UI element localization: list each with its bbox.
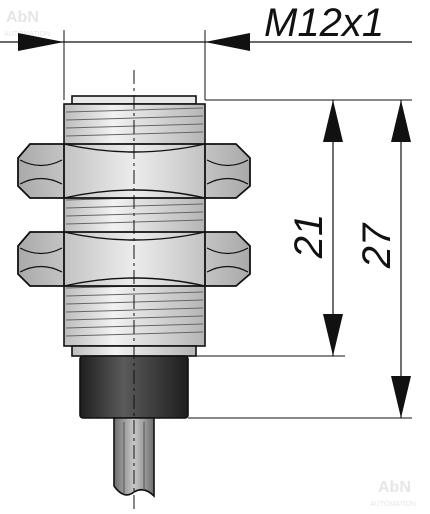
arrow-left-icon	[205, 33, 250, 51]
arrow-down-icon	[391, 376, 411, 418]
dimension-27	[188, 100, 412, 419]
watermark-bottom-right: AbN AUTOMATION	[370, 479, 416, 508]
arrow-up-icon	[323, 100, 343, 142]
watermark-brand-bottom: AbN	[378, 479, 411, 496]
thread-dimension-label: M12x1	[264, 1, 384, 45]
watermark-brand-top: AbN	[6, 9, 39, 26]
watermark-tagline-top: AUTOMATION	[4, 31, 50, 38]
arrow-up-icon	[391, 100, 411, 142]
arrow-right-icon	[18, 33, 64, 51]
dimension-27-label: 27	[355, 222, 399, 269]
watermark-tagline-bottom: AUTOMATION	[370, 501, 416, 508]
dimension-21	[196, 99, 412, 357]
thread-dimension	[0, 30, 412, 100]
watermark-top-left: AbN AUTOMATION	[4, 9, 50, 38]
arrow-down-icon	[323, 314, 343, 356]
dimension-21-label: 21	[287, 214, 331, 260]
